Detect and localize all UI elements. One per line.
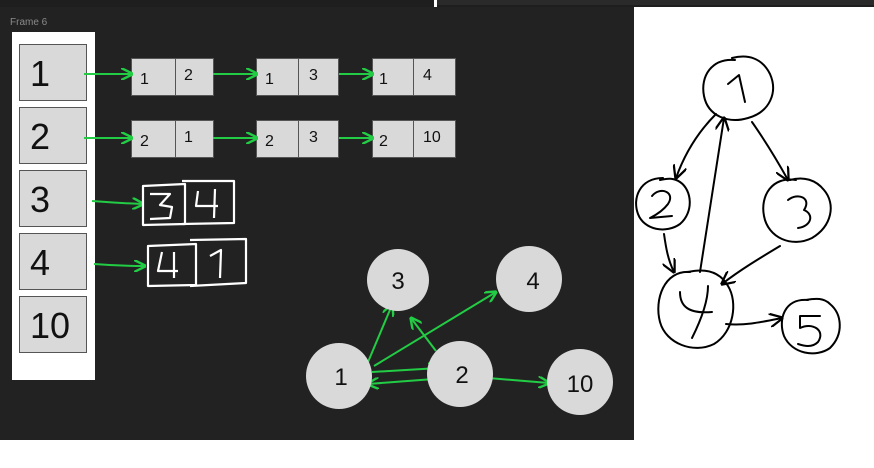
sketch-node-2 [635, 177, 691, 231]
graph-node-10 [547, 349, 613, 415]
node-divider [413, 121, 414, 157]
sketch-edge-4-5 [725, 318, 782, 325]
graph-node-1 [306, 343, 372, 409]
sketch-graph [635, 55, 841, 355]
top-bar-separator [434, 0, 437, 8]
node-key: 1 [379, 71, 388, 88]
handwritten-node-3-4 [141, 179, 236, 227]
node-value: 10 [423, 129, 441, 146]
node-value: 3 [309, 129, 318, 146]
graph-edge-1-3 [367, 305, 392, 363]
index-cell: 3 [19, 170, 87, 227]
graph-node-label: 3 [391, 268, 404, 295]
node-divider [175, 121, 176, 157]
sketch-digit [679, 285, 713, 339]
list-node: 1 4 [372, 58, 456, 96]
node-key: 1 [265, 71, 274, 88]
frame-label[interactable]: Frame 6 [10, 17, 48, 28]
sketch-node-4 [657, 269, 735, 349]
sketch-digit [797, 315, 822, 347]
graph-edge-1-4 [373, 292, 496, 367]
graph-node-2 [427, 341, 493, 407]
node-key: 2 [265, 133, 274, 150]
pointer-arrow [91, 201, 143, 204]
graph-node-label: 1 [334, 364, 347, 391]
graph-node-label: 2 [455, 362, 468, 389]
handwritten-node-4-1 [146, 237, 248, 288]
sketch-edge-1-3 [751, 121, 788, 180]
graph-node-4 [496, 246, 562, 312]
sketch-digit [727, 74, 746, 103]
canvas-margin [0, 440, 634, 468]
pointer-arrow [93, 264, 145, 266]
sketch-digit [649, 189, 673, 219]
pointer-arrows [84, 74, 373, 266]
node-key: 2 [140, 133, 149, 150]
node-key: 1 [140, 71, 149, 88]
node-key: 2 [379, 133, 388, 150]
list-node: 2 10 [372, 120, 456, 158]
sketch-edge-4-1 [699, 118, 724, 273]
node-divider [175, 59, 176, 95]
index-cell: 2 [19, 107, 87, 164]
graph-edge-2-1 [368, 379, 435, 384]
node-value: 2 [184, 67, 193, 84]
graph-node-3 [367, 249, 429, 311]
node-divider [298, 121, 299, 157]
node-divider [413, 59, 414, 95]
index-cell: 4 [19, 233, 87, 290]
node-value: 4 [423, 67, 432, 84]
sketch-node-3 [762, 177, 832, 243]
graph-edge-2-10 [487, 378, 549, 383]
index-cell: 1 [19, 44, 87, 101]
node-value: 1 [184, 129, 193, 146]
frame-canvas[interactable]: Frame 6 1 2 3 4 10 1 2 1 3 1 4 2 1 2 3 2… [0, 7, 634, 440]
index-array-panel: 1 2 3 4 10 [12, 32, 95, 380]
sketch-edge-2-4 [664, 233, 674, 272]
list-node: 1 2 [131, 58, 214, 96]
top-bar-right [437, 0, 874, 5]
graph-node-label: 4 [526, 268, 539, 295]
sketch-digit [787, 195, 812, 229]
sketch-node-1 [702, 55, 774, 121]
sketch-edge-3-4 [722, 245, 781, 284]
graph-nodes: 3 4 1 2 10 [306, 246, 613, 415]
index-cell: 10 [19, 296, 87, 353]
graph-node-label: 10 [567, 371, 594, 398]
graph-edge-2-3 [411, 318, 437, 352]
node-divider [298, 59, 299, 95]
sketch-edge-1-2 [676, 113, 717, 178]
list-node: 1 3 [256, 58, 339, 96]
node-value: 3 [309, 67, 318, 84]
list-node: 2 1 [131, 120, 214, 158]
